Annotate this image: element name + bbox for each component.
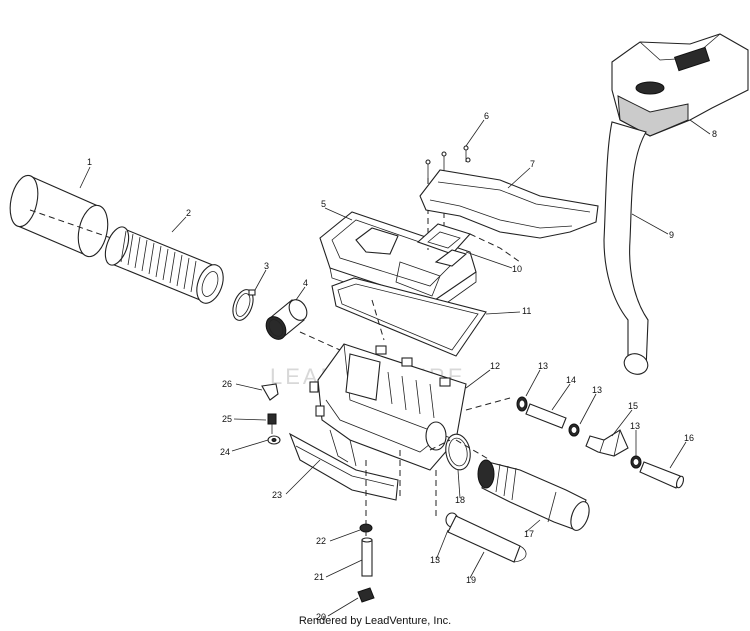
part-25-screw[interactable] bbox=[267, 413, 277, 434]
part-13-clamp-c[interactable] bbox=[630, 455, 642, 469]
callout-25: 25 bbox=[222, 414, 232, 424]
part-9-intake-tube[interactable] bbox=[603, 121, 651, 378]
part-26-clip[interactable] bbox=[261, 383, 279, 401]
callout-12: 12 bbox=[490, 361, 500, 371]
callout-20: 20 bbox=[316, 612, 326, 622]
callout-24: 24 bbox=[220, 447, 230, 457]
part-13-clamp-b[interactable] bbox=[568, 423, 580, 437]
callout-17: 17 bbox=[524, 529, 534, 539]
callout-5: 5 bbox=[321, 199, 326, 209]
part-12-airbox-housing[interactable] bbox=[309, 343, 467, 471]
part-16-hose[interactable] bbox=[639, 461, 685, 489]
callout-9: 9 bbox=[669, 230, 674, 240]
credit-footer: Rendered by LeadVenture, Inc. bbox=[298, 615, 452, 627]
part-21-tube[interactable] bbox=[361, 537, 373, 577]
part-24-washer[interactable] bbox=[267, 435, 281, 445]
part-7-duct-cover[interactable] bbox=[419, 169, 599, 239]
callout-22: 22 bbox=[316, 536, 326, 546]
part-15-valve[interactable] bbox=[585, 429, 629, 457]
callout-13d: 13 bbox=[430, 555, 440, 565]
part-8-intake-top[interactable] bbox=[611, 33, 749, 137]
callout-8: 8 bbox=[712, 129, 717, 139]
callout-18: 18 bbox=[455, 495, 465, 505]
part-1-foam-sleeve[interactable] bbox=[6, 173, 141, 259]
callout-1: 1 bbox=[87, 157, 92, 167]
part-2-air-filter[interactable] bbox=[101, 224, 228, 307]
part-18-o-ring[interactable] bbox=[443, 432, 473, 472]
part-19-drain-hose[interactable] bbox=[447, 515, 527, 563]
part-11-lid-seal[interactable] bbox=[331, 277, 487, 357]
callout-13c: 13 bbox=[630, 421, 640, 431]
assembly-lines bbox=[365, 233, 521, 540]
callout-19: 19 bbox=[466, 575, 476, 585]
part-4-coupler[interactable] bbox=[262, 296, 341, 351]
callout-labels: 1 2 3 4 5 6 7 8 9 10 11 12 13 13 13 13 1… bbox=[87, 111, 717, 622]
callout-7: 7 bbox=[530, 159, 535, 169]
callout-13a: 13 bbox=[538, 361, 548, 371]
part-13-clamp-a[interactable] bbox=[516, 396, 528, 412]
callout-6: 6 bbox=[484, 111, 489, 121]
part-10-duct-seal[interactable] bbox=[416, 223, 471, 267]
callout-21: 21 bbox=[314, 572, 324, 582]
callout-14: 14 bbox=[566, 375, 576, 385]
callout-3: 3 bbox=[264, 261, 269, 271]
part-5-airbox-lid[interactable] bbox=[319, 211, 477, 313]
callout-10: 10 bbox=[512, 264, 522, 274]
callout-15: 15 bbox=[628, 401, 638, 411]
part-14-hose[interactable] bbox=[525, 403, 567, 429]
callout-2: 2 bbox=[186, 208, 191, 218]
callout-16: 16 bbox=[684, 433, 694, 443]
callout-26: 26 bbox=[222, 379, 232, 389]
callout-11: 11 bbox=[522, 306, 531, 316]
callout-13b: 13 bbox=[592, 385, 602, 395]
part-3-clamp[interactable] bbox=[229, 287, 257, 323]
leader-lines bbox=[79, 119, 711, 617]
callout-23: 23 bbox=[272, 490, 282, 500]
part-23-side-panel[interactable] bbox=[288, 432, 399, 501]
part-17-outlet-boot[interactable] bbox=[477, 459, 593, 533]
callout-4: 4 bbox=[303, 278, 308, 288]
part-20-plug[interactable] bbox=[357, 587, 375, 603]
